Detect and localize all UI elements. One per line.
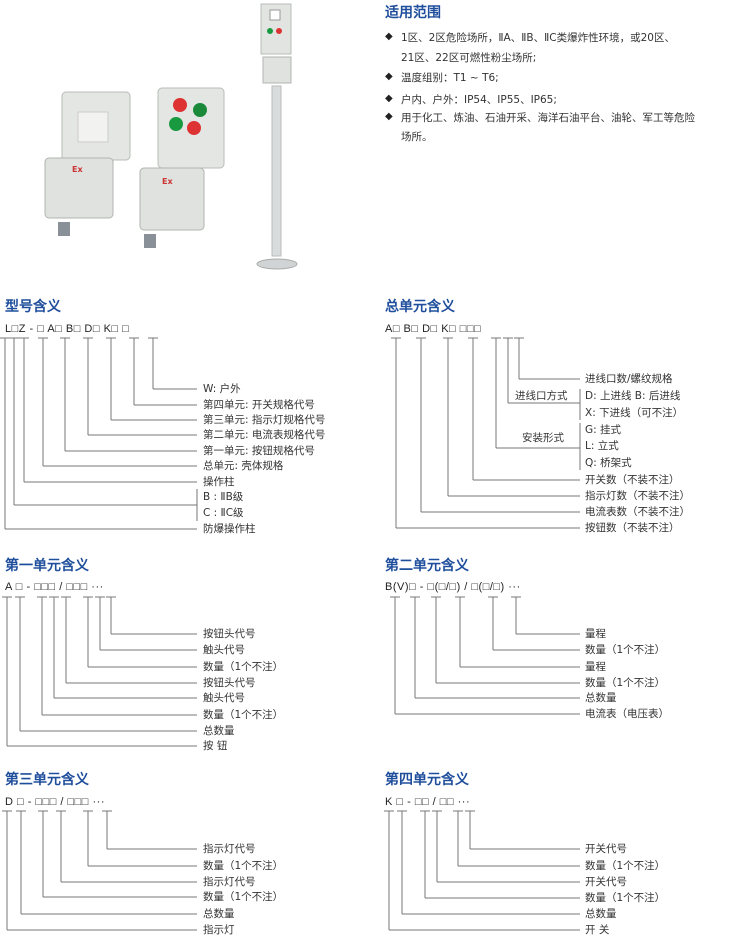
unit3-title: 第三单元含义 <box>5 772 89 788</box>
unit1-label: 按钮头代号 <box>203 677 256 689</box>
unit1-label: 数量（1个不注） <box>203 709 284 721</box>
product-button-box: Ex <box>139 87 225 248</box>
diamond-bullet-icon: ◆ <box>385 31 393 42</box>
unit3-label: 指示灯代号 <box>203 876 256 888</box>
scope-item: 场所。 <box>401 131 433 143</box>
unit3-label: 数量（1个不注） <box>203 891 284 903</box>
model-label: 第四单元: 开关规格代号 <box>203 399 315 411</box>
unit4-code: K □ - □□ / □□ ··· <box>385 796 471 808</box>
unit2-label: 电流表（电压表） <box>585 708 669 720</box>
scope-item: 21区、22区可燃性粉尘场所; <box>401 52 537 64</box>
unit3-label: 数量（1个不注） <box>203 860 284 872</box>
ex-badge: Ex <box>162 177 173 186</box>
unit4-label: 开关代号 <box>585 876 627 888</box>
unit2-label: 数量（1个不注） <box>585 677 666 689</box>
unit2-code: B(V)□ - □(□/□) / □(□/□) ··· <box>385 581 521 593</box>
model-label: W: 户外 <box>203 383 241 395</box>
scope-item: 户内、户外：IP54、IP55、IP65; <box>401 94 557 106</box>
general-title: 总单元含义 <box>385 299 455 315</box>
unit4-label: 总数量 <box>585 908 617 920</box>
general-group_mount: 安装形式 <box>522 432 564 444</box>
unit1-title: 第一单元含义 <box>5 558 89 574</box>
unit1-label: 触头代号 <box>203 644 245 656</box>
model-code: L□Z - □ A□ B□ D□ K□ □ <box>5 323 130 335</box>
product-photos: Ex Ex <box>44 3 298 270</box>
unit1-code: A □ - □□□ / □□□ ··· <box>5 581 104 593</box>
model-label: 第二单元: 电流表规格代号 <box>203 429 326 441</box>
ex-badge: Ex <box>72 165 83 174</box>
general-code: A□ B□ D□ K□ □□□ <box>385 323 482 335</box>
unit1-label: 总数量 <box>203 725 235 737</box>
unit1-label: 触头代号 <box>203 692 245 704</box>
scope-title: 适用范围 <box>385 5 441 21</box>
model-label: 第三单元: 指示灯规格代号 <box>203 414 326 426</box>
unit4-label: 开关代号 <box>585 843 627 855</box>
product-switch-box: Ex <box>44 91 131 236</box>
unit3-label: 指示灯 <box>203 924 235 936</box>
diamond-bullet-icon: ◆ <box>385 93 393 104</box>
model-title: 型号含义 <box>5 299 61 315</box>
unit2-label: 量程 <box>585 661 606 673</box>
unit1-label: 按 钮 <box>203 740 228 752</box>
model-label: 操作柱 <box>203 476 235 488</box>
general-label: 按钮数（不装不注） <box>585 522 680 534</box>
unit2-title: 第二单元含义 <box>385 558 469 574</box>
unit2-label: 数量（1个不注） <box>585 644 666 656</box>
general-label: X: 下进线（可不注） <box>585 407 684 419</box>
unit4-label: 开 关 <box>585 924 610 936</box>
model-label: 总单元: 壳体规格 <box>203 460 284 472</box>
unit4-title: 第四单元含义 <box>385 772 469 788</box>
unit1-label: 按钮头代号 <box>203 628 256 640</box>
product-pole-station <box>256 3 298 270</box>
unit4-label: 数量（1个不注） <box>585 860 666 872</box>
unit3-code: D □ - □□□ / □□□ ··· <box>5 796 105 808</box>
unit2-label: 总数量 <box>585 692 617 704</box>
scope-item: 温度组别：T1 ~ T6; <box>401 72 499 84</box>
model-label: C : ⅡC级 <box>203 507 244 519</box>
scope-item: 1区、2区危险场所，ⅡA、ⅡB、ⅡC类爆炸性环境，或20区、 <box>401 32 675 44</box>
general-label: 指示灯数（不装不注） <box>585 490 690 502</box>
general-label: 进线口数/螺纹规格 <box>585 373 673 385</box>
general-label: 开关数（不装不注） <box>585 474 680 486</box>
unit3-label: 总数量 <box>203 908 235 920</box>
model-label: B : ⅡB级 <box>203 491 244 503</box>
general-label: D: 上进线 B: 后进线 <box>585 390 681 402</box>
unit1-label: 数量（1个不注） <box>203 661 284 673</box>
diamond-bullet-icon: ◆ <box>385 71 393 82</box>
unit2-label: 量程 <box>585 628 606 640</box>
general-label: G: 挂式 <box>585 424 622 436</box>
unit4-label: 数量（1个不注） <box>585 892 666 904</box>
model-label: 第一单元: 按钮规格代号 <box>203 445 315 457</box>
model-label: 防爆操作柱 <box>203 523 256 535</box>
diamond-bullet-icon: ◆ <box>385 111 393 122</box>
general-label: Q: 桥架式 <box>585 457 632 469</box>
general-label: L: 立式 <box>585 440 619 452</box>
scope-item: 用于化工、炼油、石油开采、海洋石油平台、油轮、军工等危险 <box>401 112 695 124</box>
general-group_entry: 进线口方式 <box>515 390 568 402</box>
general-label: 电流表数（不装不注） <box>585 506 690 518</box>
unit3-label: 指示灯代号 <box>203 843 256 855</box>
